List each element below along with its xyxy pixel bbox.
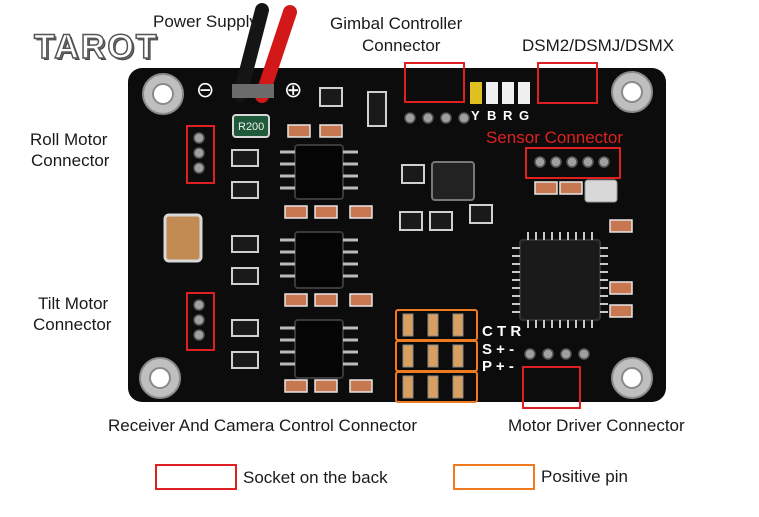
inductor [431, 161, 475, 201]
dsm-label: DSM2/DSMJ/DSMX [522, 36, 675, 55]
smd-small-chips [231, 87, 493, 369]
minus-sign: ⊖ [196, 77, 215, 102]
gimbal-connector-label-line2: Connector [362, 36, 441, 55]
crystal [584, 179, 618, 203]
pin-label-g: G [519, 108, 530, 123]
pin-label-r: R [503, 108, 513, 123]
capacitor [163, 213, 203, 263]
pin-label-b: B [487, 108, 497, 123]
row-label-p: P + - [482, 358, 514, 375]
positive-pin-outlines [395, 309, 478, 403]
receiver-connector-label: Receiver And Camera Control Connector [108, 416, 417, 435]
receiver-header-pins [402, 313, 464, 399]
roll-motor-label-line1: Roll Motor [30, 130, 108, 149]
microcontroller [512, 232, 608, 328]
tarot-logo: TAROT [33, 27, 159, 67]
sensor-connector-label: Sensor Connector [486, 128, 624, 147]
legend-positive-label: Positive pin [541, 467, 628, 486]
tilt-motor-label-line1: Tilt Motor [38, 294, 109, 313]
sensor-pins [534, 156, 610, 168]
mounting-holes [139, 71, 653, 399]
socket-outlines [186, 62, 621, 409]
tilt-socket-outline [186, 292, 215, 351]
power-wires [232, 3, 297, 103]
motor-driver-socket-outline [522, 366, 581, 409]
roll-motor-pins [193, 132, 205, 174]
gimbal-connector-label-line1: Gimbal Controller [330, 14, 463, 33]
row-label-ctr: C T R [482, 323, 522, 340]
plus-sign: ⊕ [284, 77, 303, 102]
tilt-motor-label-line2: Connector [33, 315, 112, 334]
chip-legs [280, 150, 358, 366]
legend-socket-label: Socket on the back [243, 468, 388, 487]
power-supply-label: Power Supply [153, 12, 258, 31]
sensor-socket-outline [525, 147, 621, 179]
dsm-wire-headers [470, 82, 530, 104]
gimbal-socket-outline [404, 62, 465, 103]
roll-socket-outline [186, 125, 215, 184]
driver-chips [294, 144, 344, 379]
tilt-motor-pins [193, 299, 205, 341]
roll-motor-label-line2: Connector [31, 151, 110, 170]
resistor-r200 [232, 114, 270, 138]
motor-driver-label: Motor Driver Connector [508, 416, 685, 435]
legend-positive-swatch [453, 464, 535, 490]
smd-components [284, 124, 633, 393]
dsm-socket-outline [537, 62, 598, 104]
legend-socket-swatch [155, 464, 237, 490]
top-pin-row [404, 112, 470, 124]
resistor-marking: R200 [238, 121, 265, 133]
motor-driver-pins [524, 348, 590, 360]
pin-label-y: Y [471, 108, 480, 123]
row-label-s: S + - [482, 341, 515, 358]
